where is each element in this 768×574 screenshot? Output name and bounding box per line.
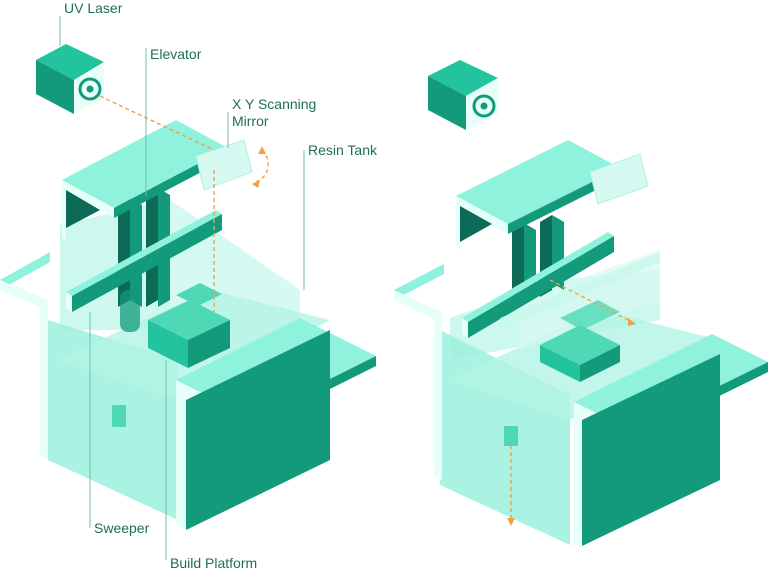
label-elevator: Elevator: [150, 46, 202, 62]
right-motion-arrows: [507, 279, 636, 526]
label-scanning-mirror-line2: Mirror: [232, 113, 269, 129]
right-sweeper-bar: [462, 232, 660, 338]
right-gantry: [456, 140, 620, 250]
left-uv-laser-box: [36, 44, 104, 114]
right-uv-laser-box: [428, 60, 498, 130]
left-sweeper-bar: [66, 210, 222, 312]
right-scanning-mirror: [589, 153, 649, 205]
left-printer: [0, 44, 376, 530]
left-printed-part: [148, 283, 230, 368]
right-printer: [394, 60, 768, 548]
right-printed-part: [540, 300, 620, 382]
label-sweeper: Sweeper: [94, 520, 150, 536]
label-uv-laser: UV Laser: [64, 0, 123, 16]
leader-lines: [59, 16, 305, 560]
right-front-deck: [394, 264, 768, 548]
label-scanning-mirror-line1: X Y Scanning: [232, 96, 317, 112]
left-laser-beam: [99, 95, 269, 312]
label-resin-tank: Resin Tank: [308, 142, 378, 158]
label-build-platform: Build Platform: [170, 555, 258, 571]
left-front-deck: [0, 252, 376, 530]
